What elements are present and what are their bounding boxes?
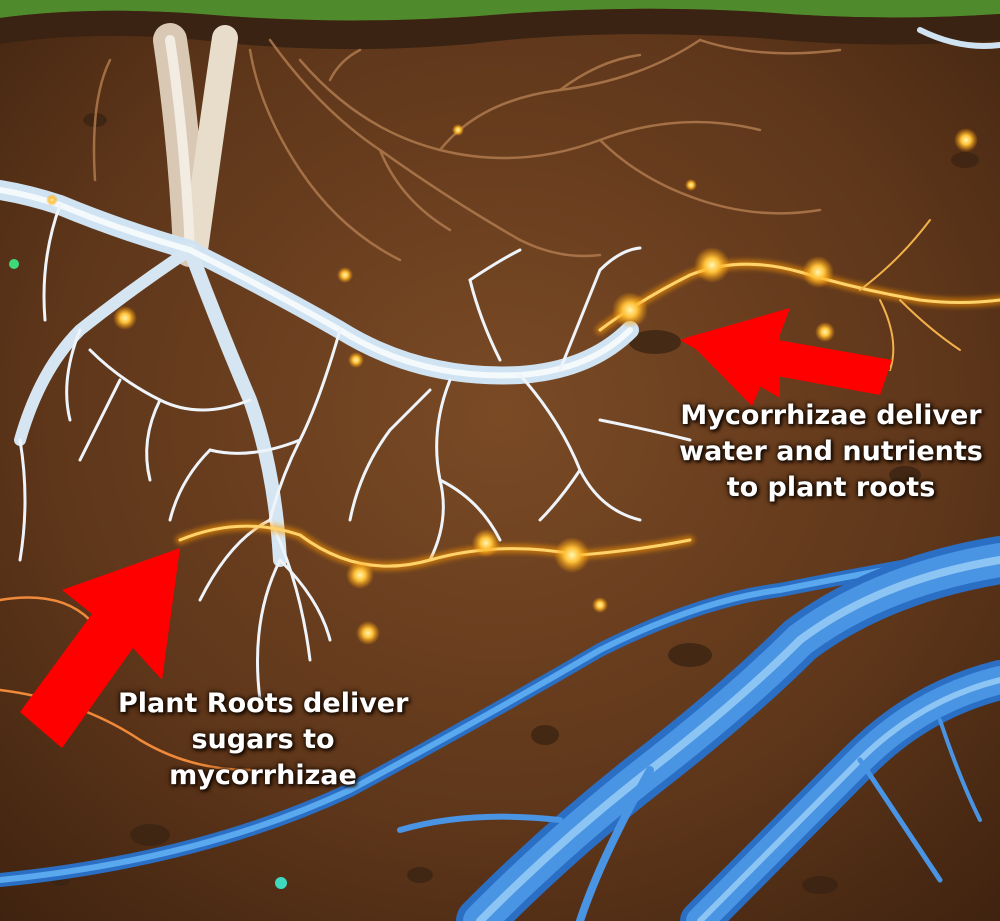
roots-label-line-3: mycorrhizae <box>169 760 357 791</box>
mycorrhizae-label-line-2: water and nutrients <box>679 436 983 467</box>
glow-nodes <box>9 124 978 889</box>
roots-label-line-2: sugars to <box>191 724 335 755</box>
arrow-mycorrhizae-to-roots <box>680 308 892 406</box>
fine-rootlets <box>18 203 692 702</box>
mycorrhizae-label-line-3: to plant roots <box>726 472 936 503</box>
arrow-roots-to-mycorrhizae <box>20 548 180 748</box>
water-roots <box>0 27 1000 921</box>
roots-label-line-1: Plant Roots deliver <box>118 688 409 719</box>
mycorrhizae-label-line-1: Mycorrhizae deliver <box>680 400 982 431</box>
soil-pebbles <box>50 113 979 894</box>
background-roots <box>92 38 842 262</box>
roots-delivery-label: Plant Roots deliver sugars to mycorrhiza… <box>118 686 408 794</box>
mycorrhizae-delivery-label: Mycorrhizae deliver water and nutrients … <box>676 398 986 506</box>
grass-surface <box>0 0 1000 50</box>
